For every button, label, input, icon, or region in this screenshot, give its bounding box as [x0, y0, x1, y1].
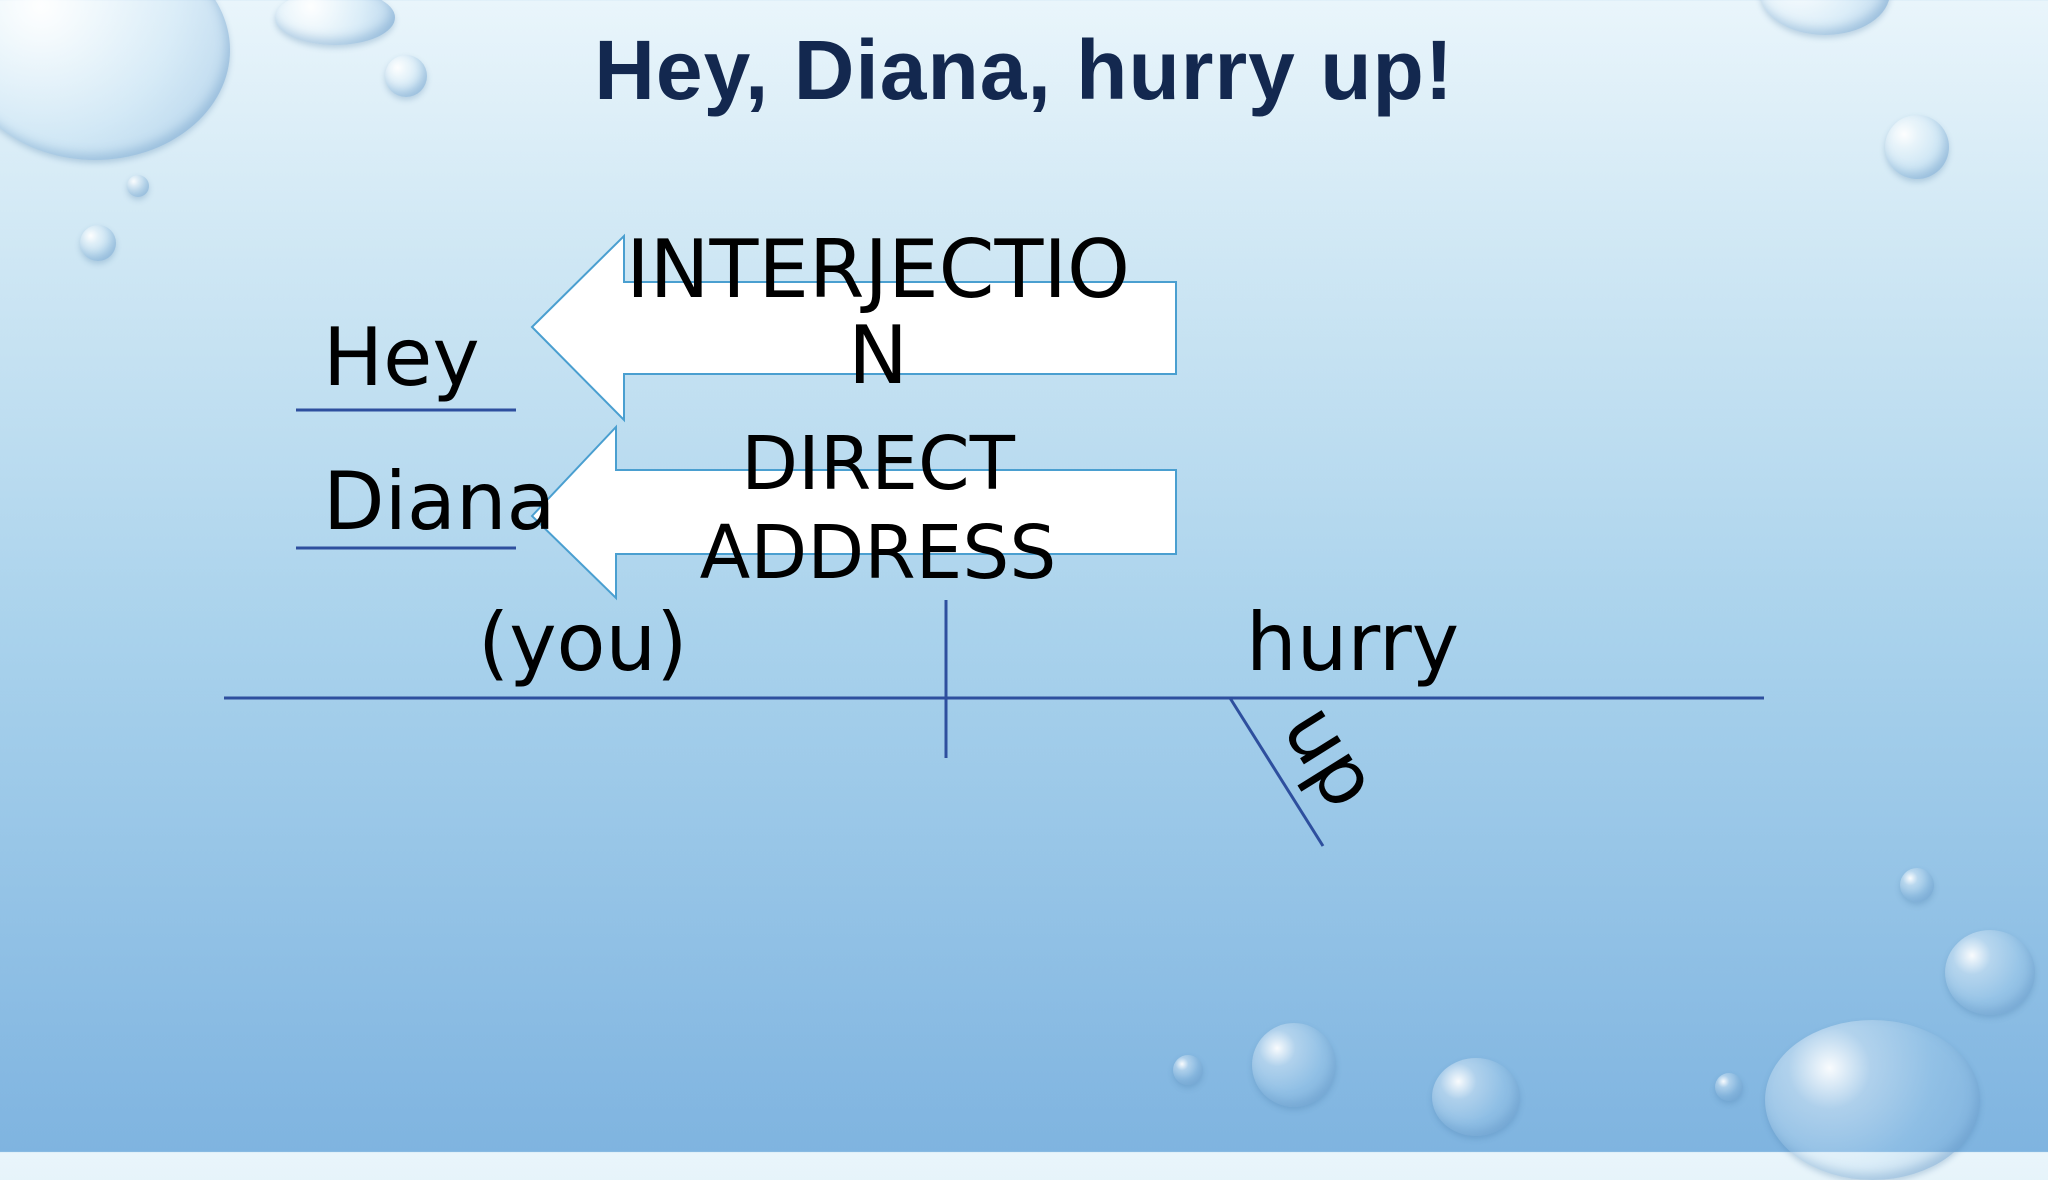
water-drop-decoration [1252, 1023, 1336, 1107]
water-drop-decoration [127, 175, 149, 197]
word-diana: Diana [323, 455, 556, 548]
direct-address-label: DIRECT ADDRESS [699, 421, 1057, 596]
water-drop-decoration [1885, 115, 1949, 179]
interjection-arrow [530, 233, 1177, 423]
water-drop-decoration [1715, 1073, 1743, 1101]
water-drop-decoration [1900, 868, 1934, 902]
water-drop-decoration [275, 0, 395, 45]
water-drop-decoration [1173, 1055, 1203, 1085]
word-hey: Hey [323, 311, 480, 404]
modifier-slant-line [1228, 697, 1325, 847]
water-drop-decoration [1432, 1058, 1520, 1136]
word-subject: (you) [478, 596, 688, 689]
sentence-diagram [224, 233, 1764, 847]
water-drop-decoration [80, 225, 116, 261]
slide-title: Hey, Diana, hurry up! [594, 23, 1454, 117]
direct-address-arrow [530, 424, 1177, 601]
interjection-label: INTERJECTIO N [626, 223, 1130, 402]
water-drop-decoration [385, 55, 427, 97]
water-drop-decoration [1945, 930, 2035, 1015]
word-verb: hurry [1246, 596, 1460, 689]
